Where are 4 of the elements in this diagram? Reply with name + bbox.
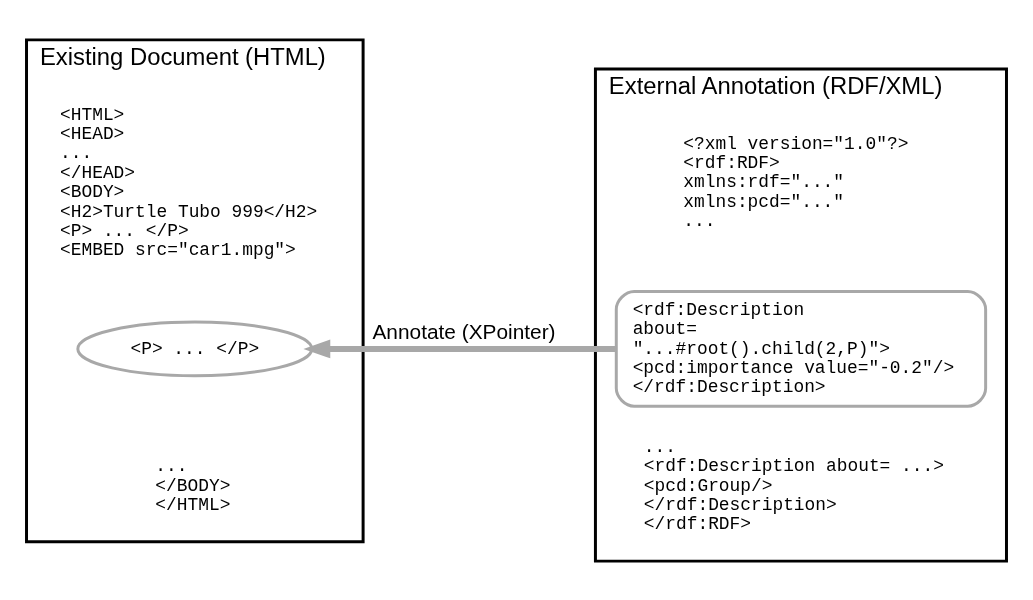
arrow [303,339,616,358]
node-ellipse: <P> ... </P> [76,320,314,377]
node-box: <rdf:Description about= "...#root().child(2,P)"> <pcd:importance value="-0.2"/> </rdf:Description> [614,289,988,408]
edge-label: Annotate (XPointer) [372,319,556,343]
